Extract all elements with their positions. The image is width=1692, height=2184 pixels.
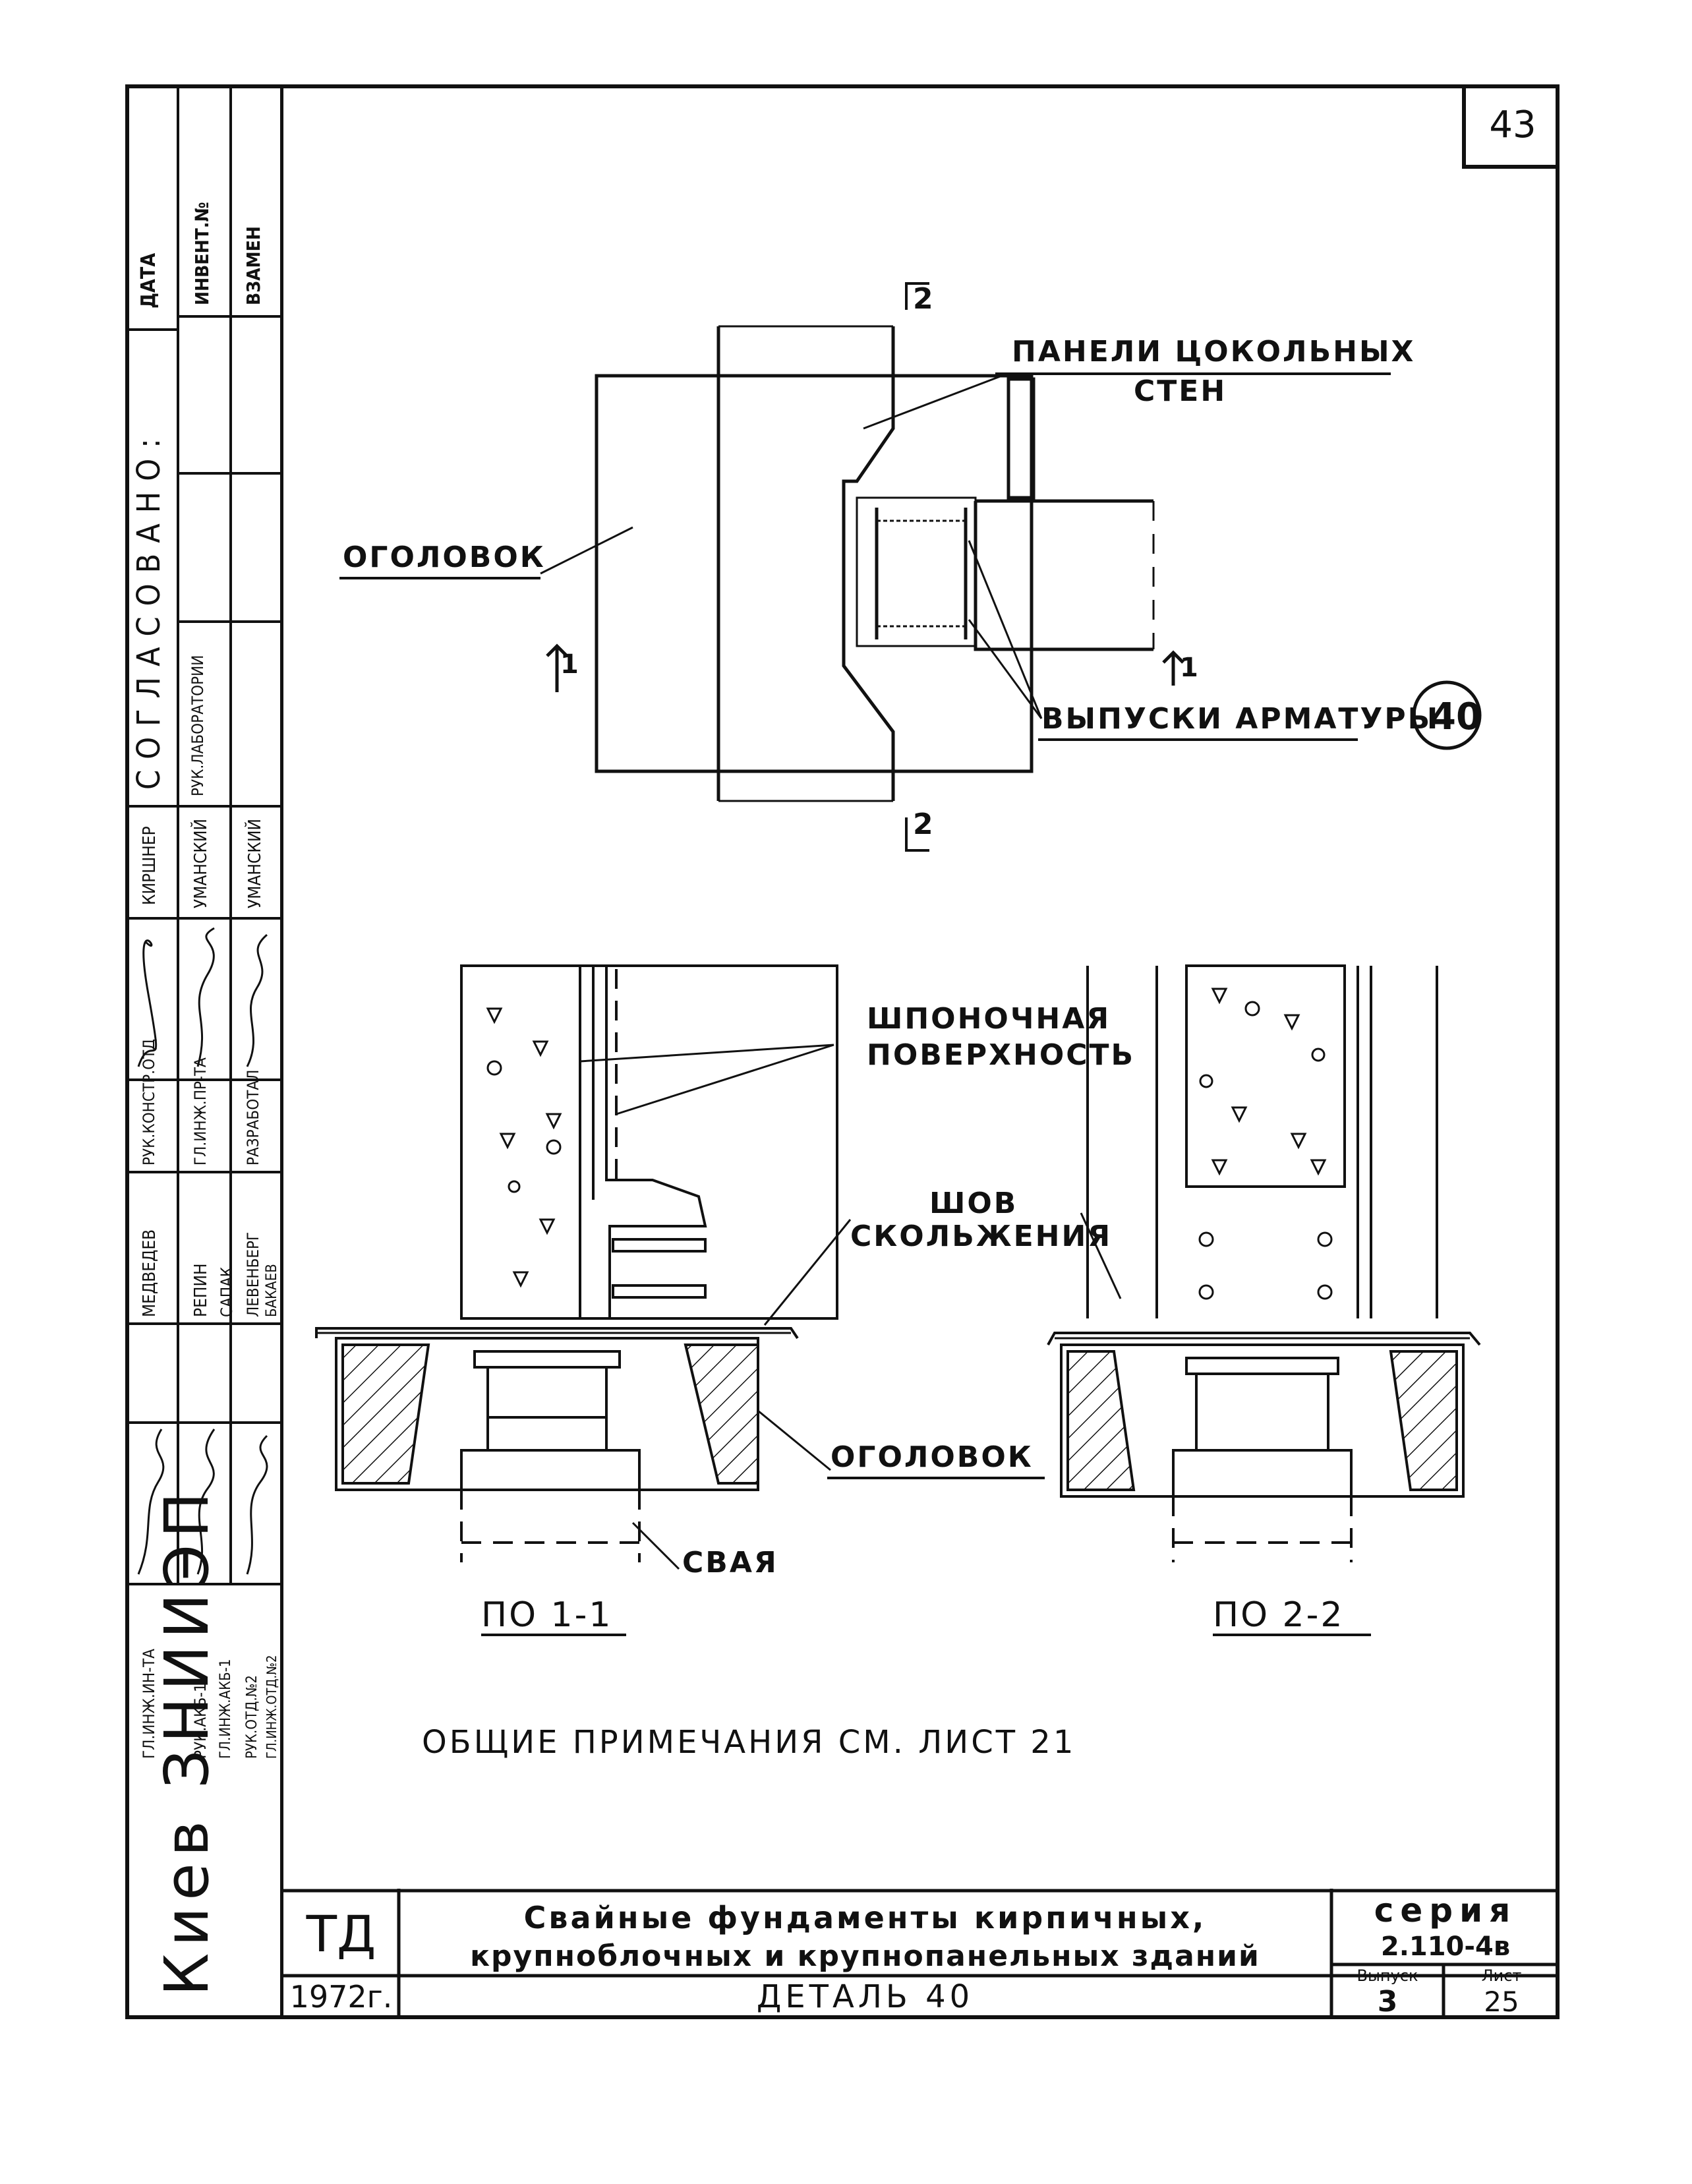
stamp-role: ГЛ.ИНЖ.ПР-ТА — [191, 1057, 210, 1166]
label-panels-2: СТЕН — [1134, 374, 1227, 408]
caption-1-1: ПО 1-1 — [481, 1595, 613, 1635]
label-panels: ПАНЕЛИ ЦОКОЛЬНЫХ — [1012, 335, 1416, 369]
issue-value: 3 — [1377, 1984, 1398, 2019]
stamp-approval-heading: СОГЛАСОВАНО: — [131, 428, 167, 790]
cut-2-bottom: 2 — [913, 808, 935, 841]
cut-1-right: 1 — [1180, 653, 1200, 683]
stamp-role: РУК.ОТД.№2 — [244, 1675, 260, 1759]
underline — [995, 372, 1391, 375]
underline — [1038, 738, 1358, 741]
detail-title: ДЕТАЛЬ 40 — [756, 1978, 974, 2015]
stamp-date-label: ДАТА — [137, 252, 160, 309]
stamp-name: УМАНСКИЙ — [245, 819, 265, 908]
issue-label: Выпуск — [1357, 1966, 1418, 1985]
stamp-name: МЕДВЕДЕВ — [140, 1229, 160, 1317]
stamp-lab-head: РУК.ЛАБОРАТОРИИ — [189, 655, 207, 796]
label-key-surface-2: ПОВЕРХНОСТЬ — [867, 1038, 1136, 1072]
left-stamp: ДАТА ИНВЕНТ.№ ВЗАМЕН СОГЛАСОВАНО: РУК.ЛА… — [125, 84, 283, 2019]
detail-mark: 40 — [1430, 695, 1482, 738]
general-note: ОБЩИЕ ПРИМЕЧАНИЯ СМ. ЛИСТ 21 — [422, 1724, 1076, 1761]
drawing-frame — [125, 84, 1560, 2019]
organization-name: Киев ЗНИИЭП — [152, 1485, 222, 1996]
title-block-grid — [283, 1889, 1560, 2019]
plan-view — [540, 282, 1482, 852]
doc-year: 1972г. — [289, 1979, 393, 2015]
stamp-name: КИРШНЕР — [140, 826, 160, 905]
stamp-name: ЛЕВЕНБЕРГ — [244, 1231, 262, 1317]
stamp-name: САПАК — [218, 1266, 236, 1317]
series-label: серия — [1374, 1891, 1517, 1930]
caption-2-2: ПО 2-2 — [1213, 1595, 1345, 1635]
sheet-value: 25 — [1484, 1985, 1519, 2018]
cut-2-top: 2 — [913, 282, 935, 316]
stamp-name: БАКАЕВ — [264, 1264, 280, 1317]
section-1-1 — [315, 964, 852, 1636]
label-pile: СВАЯ — [682, 1546, 778, 1579]
label-head-section: ОГОЛОВОК — [831, 1440, 1034, 1474]
label-key-surface: ШПОНОЧНАЯ — [867, 1002, 1111, 1036]
doc-title-1: Свайные фундаменты кирпичных, — [523, 1900, 1207, 1935]
label-rebar: ВЫПУСКИ АРМАТУРЫ — [1041, 702, 1440, 736]
series-value: 2.110-4в — [1380, 1932, 1511, 1962]
left-stamp-grid — [125, 84, 283, 1585]
doc-code: ТД — [306, 1904, 376, 1963]
underline — [827, 1477, 1045, 1479]
stamp-replace-label: ВЗАМЕН — [243, 226, 264, 305]
stamp-inventory-label: ИНВЕНТ.№ — [191, 202, 213, 305]
underline — [339, 577, 540, 579]
cut-1-left: 1 — [560, 649, 581, 680]
label-slip-joint-2: СКОЛЬЖЕНИЯ — [850, 1220, 1113, 1253]
stamp-role: ГЛ.ИНЖ.ОТД.№2 — [264, 1655, 279, 1759]
section-2-2 — [1047, 964, 1481, 1636]
stamp-role: РУК.КОНСТР.ОТД — [140, 1038, 158, 1166]
sheet-label: Лист — [1481, 1966, 1522, 1985]
stamp-name: РЕПИН — [191, 1263, 211, 1317]
label-slip-joint: ШОВ — [929, 1187, 1018, 1220]
stamp-name: УМАНСКИЙ — [191, 819, 211, 908]
sheet-number: 43 — [1462, 84, 1560, 169]
doc-title-2: крупноблочных и крупнопанельных зданий — [470, 1939, 1260, 1973]
label-head: ОГОЛОВОК — [343, 541, 546, 574]
stamp-role: РАЗРАБОТАЛ — [244, 1069, 262, 1166]
drawing-canvas — [315, 282, 1482, 1636]
